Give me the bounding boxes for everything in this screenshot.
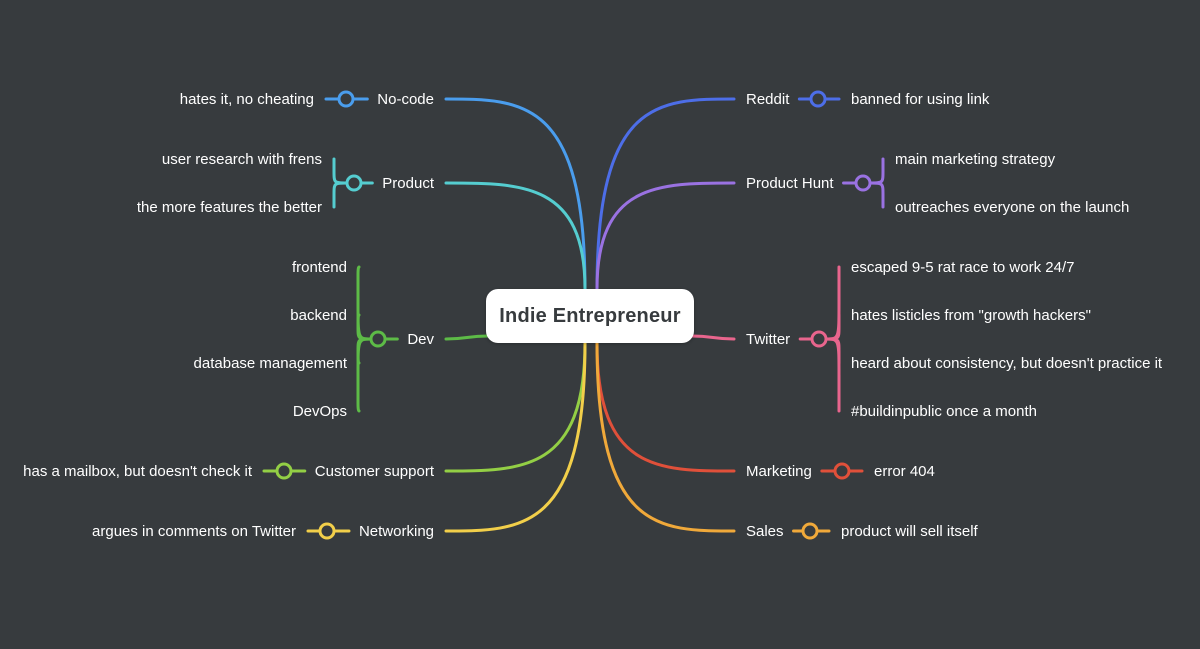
child-label-twitter-3[interactable]: #buildinpublic once a month: [851, 403, 1037, 420]
collapse-toggle-customer-support[interactable]: [275, 462, 293, 480]
child-label-networking-0[interactable]: argues in comments on Twitter: [92, 523, 296, 540]
collapse-toggle-no-code[interactable]: [337, 90, 355, 108]
collapse-toggle-dev[interactable]: [369, 330, 387, 348]
branch-link-twitter: [690, 334, 736, 341]
child-label-no-code-0[interactable]: hates it, no cheating: [180, 91, 314, 108]
collapse-toggle-sales[interactable]: [801, 522, 819, 540]
child-link-product-hunt-0: [868, 157, 885, 185]
child-label-dev-1[interactable]: backend: [290, 307, 347, 324]
collapse-toggle-product-hunt[interactable]: [854, 174, 872, 192]
branch-label-marketing[interactable]: Marketing: [746, 463, 812, 480]
child-label-product-hunt-1[interactable]: outreaches everyone on the launch: [895, 199, 1129, 216]
branch-links: [262, 97, 885, 533]
branch-link-marketing: [595, 341, 736, 473]
child-label-sales-0[interactable]: product will sell itself: [841, 523, 979, 540]
branch-label-customer-support[interactable]: Customer support: [315, 463, 435, 480]
branch-label-no-code[interactable]: No-code: [377, 91, 434, 108]
collapse-toggle-product[interactable]: [345, 174, 363, 192]
branch-link-sales: [595, 341, 736, 533]
root-label: Indie Entrepreneur: [499, 304, 681, 327]
child-label-product-hunt-0[interactable]: main marketing strategy: [895, 151, 1056, 168]
child-link-product-1: [332, 181, 349, 209]
child-label-twitter-1[interactable]: hates listicles from "growth hackers": [851, 307, 1091, 324]
collapse-toggle-marketing[interactable]: [833, 462, 851, 480]
branch-label-networking[interactable]: Networking: [359, 523, 434, 540]
branch-link-customer-support: [444, 341, 587, 473]
child-link-twitter-3: [824, 337, 841, 413]
branch-label-sales[interactable]: Sales: [746, 523, 784, 540]
root-node[interactable]: Indie Entrepreneur: [486, 289, 694, 343]
child-link-product-0: [332, 157, 349, 185]
branch-label-twitter[interactable]: Twitter: [746, 331, 790, 348]
branch-link-dev: [444, 334, 490, 341]
child-link-twitter-0: [824, 265, 841, 341]
child-label-dev-2[interactable]: database management: [194, 355, 348, 372]
child-label-dev-0[interactable]: frontend: [292, 259, 347, 276]
child-label-product-1[interactable]: the more features the better: [137, 199, 322, 216]
branch-link-product: [444, 181, 587, 291]
branch-link-networking: [444, 341, 587, 533]
child-label-marketing-0[interactable]: error 404: [874, 463, 935, 480]
child-label-reddit-0[interactable]: banned for using link: [851, 91, 990, 108]
branch-label-product[interactable]: Product: [382, 175, 435, 192]
child-label-twitter-2[interactable]: heard about consistency, but doesn't pra…: [851, 355, 1163, 372]
branch-label-product-hunt[interactable]: Product Hunt: [746, 175, 834, 192]
collapse-toggle-reddit[interactable]: [809, 90, 827, 108]
child-label-dev-3[interactable]: DevOps: [293, 403, 347, 420]
collapse-toggle-twitter[interactable]: [810, 330, 828, 348]
branch-link-no-code: [444, 97, 587, 291]
branch-label-dev[interactable]: Dev: [407, 331, 434, 348]
branch-link-product-hunt: [595, 181, 736, 291]
child-link-dev-0: [356, 265, 373, 341]
branch-link-reddit: [595, 97, 736, 291]
child-label-customer-support-0[interactable]: has a mailbox, but doesn't check it: [23, 463, 253, 480]
child-link-product-hunt-1: [868, 181, 885, 209]
child-link-dev-3: [356, 337, 373, 413]
child-label-twitter-0[interactable]: escaped 9-5 rat race to work 24/7: [851, 259, 1074, 276]
child-label-product-0[interactable]: user research with frens: [162, 151, 322, 168]
collapse-toggle-networking[interactable]: [318, 522, 336, 540]
branch-label-reddit[interactable]: Reddit: [746, 91, 790, 108]
